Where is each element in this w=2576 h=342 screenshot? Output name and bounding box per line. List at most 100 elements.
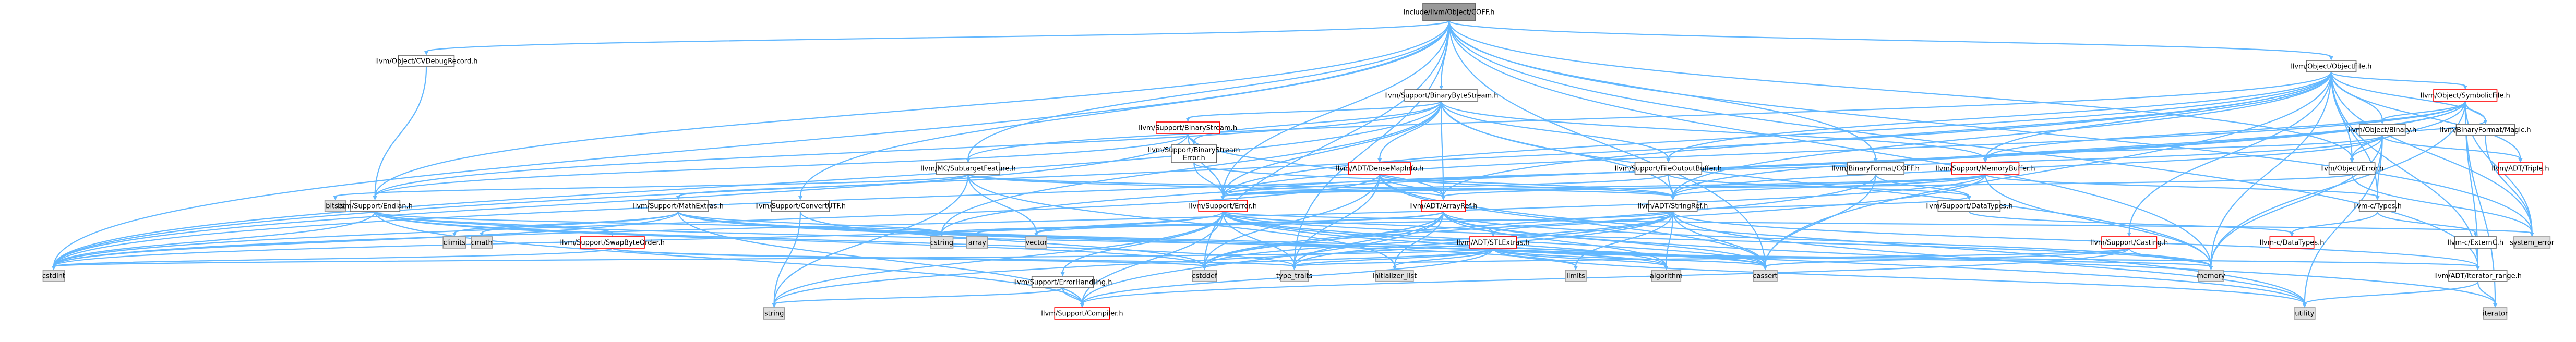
node-binary[interactable]: llvm/Object/Binary.h bbox=[2348, 124, 2416, 136]
node-stringref[interactable]: llvm/ADT/StringRef.h bbox=[1638, 200, 1708, 212]
node-objfile[interactable]: llvm/Object/ObjectFile.h bbox=[2291, 60, 2371, 72]
node-box bbox=[1192, 270, 1217, 282]
node-label: llvm/MC/SubtargetFeature.h bbox=[920, 165, 1015, 173]
node-errhandling[interactable]: llvm/Support/ErrorHandling.h bbox=[1013, 276, 1112, 288]
node-climits: climits bbox=[442, 236, 466, 249]
edge-arrowhead bbox=[1491, 233, 1495, 237]
node-box bbox=[2433, 89, 2498, 102]
edge-arrowhead bbox=[1377, 158, 1382, 163]
node-box bbox=[2328, 162, 2376, 175]
dependency-edge-root-to-cstddef bbox=[1204, 20, 1450, 267]
node-binfmtmagic[interactable]: llvm/BinaryFormat/Magic.h bbox=[2440, 124, 2531, 136]
dependency-edge-objfile-to-supporterror bbox=[1222, 71, 2332, 197]
node-box bbox=[2269, 236, 2315, 249]
node-box bbox=[2358, 200, 2396, 212]
node-label: llvm/Support/MemoryBuffer.h bbox=[1935, 165, 2035, 173]
dependency-edge-root-to-cstdint bbox=[53, 20, 1450, 267]
node-initlist: initializer_list bbox=[1372, 270, 1417, 282]
node-binbytestream[interactable]: llvm/Support/BinaryByteStream.h bbox=[1384, 89, 1499, 102]
dependency-edge-objfile-to-memory bbox=[2210, 71, 2332, 267]
dependency-edge-cvdebug-to-endian bbox=[374, 66, 427, 197]
node-densemapinfo[interactable]: llvm/ADT/DenseMapInfo.h bbox=[1336, 162, 1423, 175]
node-subtarget[interactable]: llvm/MC/SubtargetFeature.h bbox=[920, 162, 1016, 175]
node-label: llvm/ADT/StringRef.h bbox=[1638, 203, 1708, 211]
dependency-edge-endian-to-cstdint bbox=[53, 211, 376, 267]
dependency-edge-subtarget-to-mathextras bbox=[677, 173, 969, 198]
node-box bbox=[930, 236, 954, 249]
edge-arrowhead bbox=[333, 196, 338, 200]
dependency-edge-binfmtmagic-to-systemerror bbox=[2485, 135, 2533, 234]
dependency-edge-stringref-to-string bbox=[773, 211, 1674, 304]
node-symbolicfile[interactable]: llvm/Object/SymbolicFile.h bbox=[2421, 89, 2510, 102]
node-box bbox=[1054, 307, 1110, 320]
dependency-edge-binstreamerr-to-supporterror bbox=[1193, 162, 1224, 197]
dependency-edge-endian-to-cstring bbox=[374, 211, 942, 234]
dependency-edge-memorybuffer-to-arrayref bbox=[1443, 173, 1986, 198]
node-llvmcdatatypes[interactable]: llvm-c/DataTypes.h bbox=[2260, 236, 2325, 249]
node-array: array bbox=[966, 236, 988, 249]
node-ctypes[interactable]: llvm-c/Types.h bbox=[2353, 200, 2402, 212]
node-compiler[interactable]: llvm/Support/Compiler.h bbox=[1041, 307, 1123, 320]
dependency-edge-objfile-to-symbolicfile bbox=[2330, 71, 2466, 87]
node-arrayref[interactable]: llvm/ADT/ArrayRef.h bbox=[1409, 200, 1478, 212]
node-label: llvm-c/Types.h bbox=[2353, 203, 2402, 211]
nodes-layer: include/llvm/Object/COFF.h llvm/Object/CV… bbox=[42, 3, 2555, 320]
node-supporterror[interactable]: llvm/Support/Error.h bbox=[1189, 200, 1257, 212]
dependency-edge-objfile-to-subtarget bbox=[967, 71, 2332, 160]
node-label: array bbox=[968, 239, 986, 247]
node-objerror[interactable]: llvm/Object/Error.h bbox=[2320, 162, 2384, 175]
dependency-edge-ctypes-to-externc bbox=[2377, 211, 2476, 234]
edge-arrowhead bbox=[1573, 266, 1578, 270]
node-label: vector bbox=[1025, 239, 1047, 247]
node-iterrange[interactable]: llvm/ADT/iterator_range.h bbox=[2434, 270, 2522, 282]
node-iterator: iterator bbox=[2483, 307, 2508, 320]
node-box bbox=[1951, 162, 2020, 175]
node-cvdebug[interactable]: llvm/Object/CVDebugRecord.h bbox=[375, 55, 478, 67]
dependency-edge-objfile-to-fileoutbuf bbox=[1668, 71, 2332, 160]
node-swapbyteorder[interactable]: llvm/Support/SwapByteOrder.h bbox=[560, 236, 665, 249]
node-endian[interactable]: llvm/Support/Endian.h bbox=[337, 200, 413, 212]
node-label: llvm-c/ExternC.h bbox=[2448, 239, 2504, 247]
node-datatypes_h[interactable]: llvm/Support/DataTypes.h bbox=[1925, 200, 2013, 212]
dependency-edge-symbolicfile-to-binary bbox=[2381, 101, 2466, 121]
node-box bbox=[2498, 162, 2543, 175]
node-label: memory bbox=[2197, 273, 2225, 280]
node-fileoutbuf[interactable]: llvm/Support/FileOutputBuffer.h bbox=[1615, 162, 1722, 175]
node-stlextras[interactable]: llvm/ADT/STLExtras.h bbox=[1457, 236, 1530, 249]
node-label: llvm/Support/Endian.h bbox=[337, 203, 413, 211]
node-casting[interactable]: llvm/Support/Casting.h bbox=[2090, 236, 2168, 249]
node-box bbox=[1348, 162, 1411, 175]
edge-arrowhead bbox=[798, 196, 802, 200]
node-box bbox=[1025, 236, 1047, 249]
node-box bbox=[2455, 124, 2515, 136]
node-label: cstring bbox=[930, 239, 953, 247]
edge-arrowhead bbox=[1080, 303, 1084, 308]
node-label: llvm/BinaryFormat/COFF.h bbox=[1831, 165, 1919, 173]
dependency-edge-binbytestream-to-cstring bbox=[941, 101, 1442, 234]
dependency-edge-arrayref-to-memory bbox=[1443, 211, 2212, 267]
node-convertutf[interactable]: llvm/Support/ConvertUTF.h bbox=[755, 200, 846, 212]
dependency-edge-symbolicfile-to-supporterror bbox=[1222, 101, 2466, 197]
dependency-edge-binary-to-supporterror bbox=[1222, 135, 2383, 197]
node-root[interactable]: include/llvm/Object/COFF.h bbox=[1404, 3, 1495, 21]
node-box bbox=[1651, 270, 1682, 282]
node-binfmtcoff[interactable]: llvm/BinaryFormat/COFF.h bbox=[1831, 162, 1920, 175]
node-binstream[interactable]: llvm/Support/BinaryStream.h bbox=[1139, 121, 1237, 134]
node-mathextras[interactable]: llvm/Support/MathExtras.h bbox=[633, 200, 724, 212]
node-triple[interactable]: llvm/ADT/Triple.h bbox=[2491, 162, 2549, 175]
node-box bbox=[442, 236, 466, 249]
node-label: llvm/Support/SwapByteOrder.h bbox=[560, 239, 665, 247]
dependency-edge-stringref-to-datatypes_h bbox=[1672, 196, 1970, 213]
node-label: llvm/Object/CVDebugRecord.h bbox=[375, 58, 478, 66]
node-memorybuffer[interactable]: llvm/Support/MemoryBuffer.h bbox=[1935, 162, 2035, 175]
node-externc[interactable]: llvm-c/ExternC.h bbox=[2448, 236, 2504, 249]
dependency-edge-supporterror-to-typetraits bbox=[1222, 211, 1295, 267]
dependency-edge-binbytestream-to-densemapinfo bbox=[1379, 101, 1442, 160]
node-label: initializer_list bbox=[1372, 273, 1417, 280]
dependency-edge-mathextras-to-cstdint bbox=[53, 211, 679, 267]
node-memory: memory bbox=[2197, 270, 2225, 282]
dependency-edge-root-to-convertutf bbox=[799, 20, 1450, 197]
node-box bbox=[1031, 276, 1094, 288]
dependency-edge-densemapinfo-to-stringref bbox=[1379, 173, 1674, 198]
